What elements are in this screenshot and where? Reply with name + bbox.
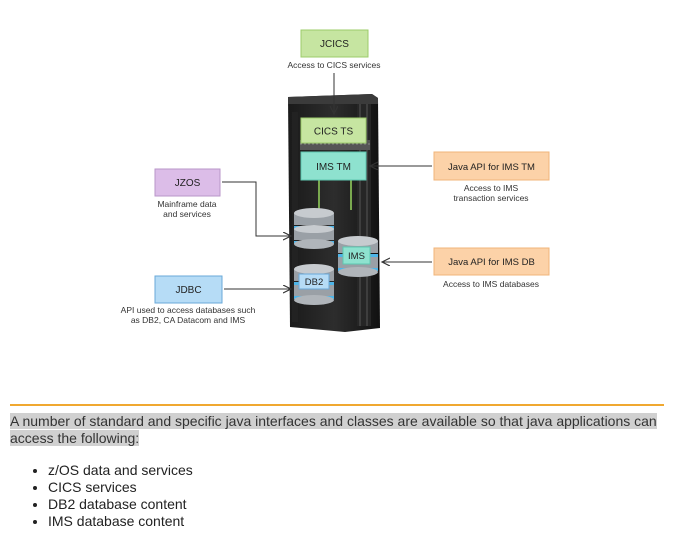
jzos-caption-1: Mainframe data <box>157 199 216 209</box>
java-api-ims-tm-caption-2: transaction services <box>453 193 528 203</box>
java-api-ims-db-label: Java API for IMS DB <box>448 257 535 268</box>
jdbc-caption-2: as DB2, CA Datacom and IMS <box>131 315 246 325</box>
ims-db-box <box>342 246 371 265</box>
list-item: IMS database content <box>48 513 193 530</box>
disk-stack <box>294 208 334 249</box>
jzos-label: JZOS <box>175 178 201 189</box>
java-api-ims-tm-caption-1: Access to IMS <box>464 183 519 193</box>
java-api-ims-tm-box <box>433 151 550 181</box>
ims-tm-label: IMS TM <box>316 162 351 173</box>
access-list: z/OS data and services CICS services DB2… <box>10 462 193 530</box>
jcics-label: JCICS <box>320 39 349 50</box>
list-item: CICS services <box>48 479 193 496</box>
jzos-arrow <box>222 181 291 236</box>
jcics-caption: Access to CICS services <box>287 60 380 70</box>
list-item: DB2 database content <box>48 496 193 513</box>
jzos-box <box>154 168 221 197</box>
list-item: z/OS data and services <box>48 462 193 479</box>
description-paragraph: A number of standard and specific java i… <box>10 413 670 447</box>
db2-box <box>298 273 330 290</box>
java-api-ims-tm-label: Java API for IMS TM <box>448 162 535 173</box>
jcics-box <box>300 29 369 58</box>
jdbc-box <box>154 275 223 304</box>
jzos-caption-2: and services <box>163 209 211 219</box>
ims-db-label: IMS <box>348 251 365 262</box>
ims-tm-box <box>300 151 367 181</box>
section-divider <box>10 404 664 406</box>
db2-label: DB2 <box>305 277 323 288</box>
cics-ts-label: CICS TS <box>314 127 354 138</box>
jdbc-caption-1: API used to access databases such <box>121 305 256 315</box>
cics-ts-box <box>300 117 367 144</box>
java-api-ims-db-caption: Access to IMS databases <box>443 279 539 289</box>
jdbc-label: JDBC <box>175 285 201 296</box>
architecture-diagram: CICS TS IMS TM JCICS Access to CICS serv… <box>121 29 550 332</box>
java-api-ims-db-box <box>433 247 550 276</box>
description-text: A number of standard and specific java i… <box>10 413 657 446</box>
